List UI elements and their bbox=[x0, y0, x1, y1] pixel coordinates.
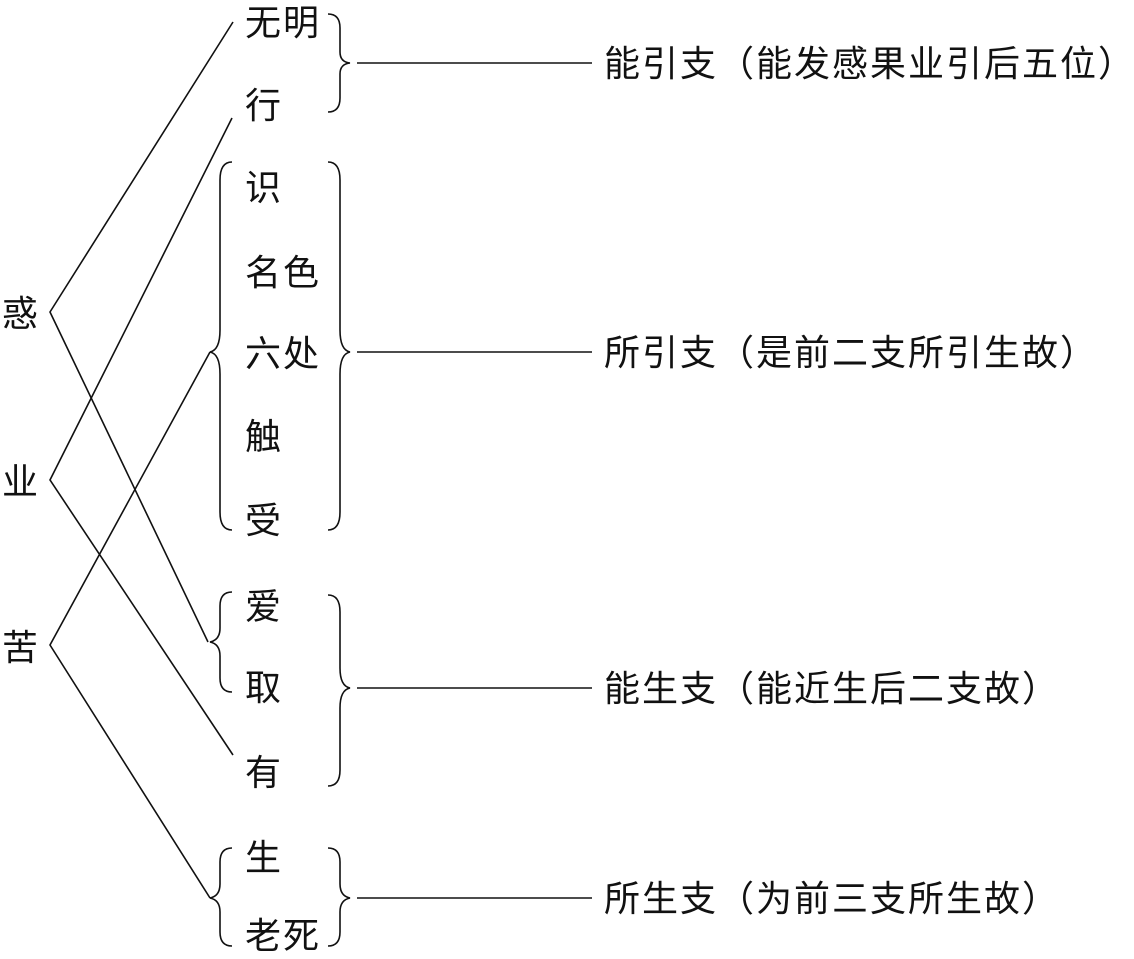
link-shou: 受 bbox=[245, 501, 283, 542]
brace-left-group-3 bbox=[209, 591, 233, 693]
cause-label-ku: 苦 bbox=[2, 628, 38, 669]
connector-ye bbox=[49, 117, 234, 756]
group-labels: 能引支（能发感果业引后五位） 所引支（是前二支所引生故） 能生支（能近生后二支故… bbox=[604, 44, 1134, 920]
cause-labels: 惑 业 苦 bbox=[2, 294, 38, 669]
link-laosi: 老死 bbox=[245, 916, 321, 957]
connector-huo bbox=[49, 21, 234, 643]
group-label-suoyin: 所引支（是前二支所引生故） bbox=[604, 333, 1098, 374]
link-ai: 爱 bbox=[245, 587, 283, 628]
link-qu: 取 bbox=[245, 668, 283, 709]
braces bbox=[209, 13, 351, 947]
link-you: 有 bbox=[245, 753, 283, 794]
brace-right-group-1 bbox=[327, 13, 351, 113]
link-mingse: 名色 bbox=[245, 253, 321, 294]
brace-right-group-2 bbox=[327, 161, 351, 531]
group-label-nengsheng: 能生支（能近生后二支故） bbox=[604, 669, 1060, 710]
group-label-suosheng: 所生支（为前三支所生故） bbox=[604, 879, 1060, 920]
link-labels: 无明 行 识 名色 六处 触 受 爱 取 有 生 老死 bbox=[245, 3, 321, 957]
cause-label-huo: 惑 bbox=[2, 294, 38, 335]
group-connectors bbox=[357, 62, 592, 899]
link-shi: 识 bbox=[245, 168, 283, 209]
link-wuming: 无明 bbox=[245, 3, 321, 44]
link-sheng: 生 bbox=[245, 838, 283, 879]
brace-right-group-3 bbox=[327, 594, 351, 787]
link-chu: 触 bbox=[245, 417, 283, 458]
cause-connectors bbox=[49, 21, 234, 899]
link-liuchu: 六处 bbox=[245, 334, 321, 375]
group-label-nengyin: 能引支（能发感果业引后五位） bbox=[604, 44, 1134, 85]
connector-ku bbox=[49, 351, 211, 899]
link-xing: 行 bbox=[245, 86, 283, 127]
cause-label-ye: 业 bbox=[2, 462, 38, 503]
brace-left-group-2 bbox=[209, 161, 233, 531]
brace-left-group-4 bbox=[209, 847, 233, 947]
brace-right-group-4 bbox=[327, 847, 351, 947]
